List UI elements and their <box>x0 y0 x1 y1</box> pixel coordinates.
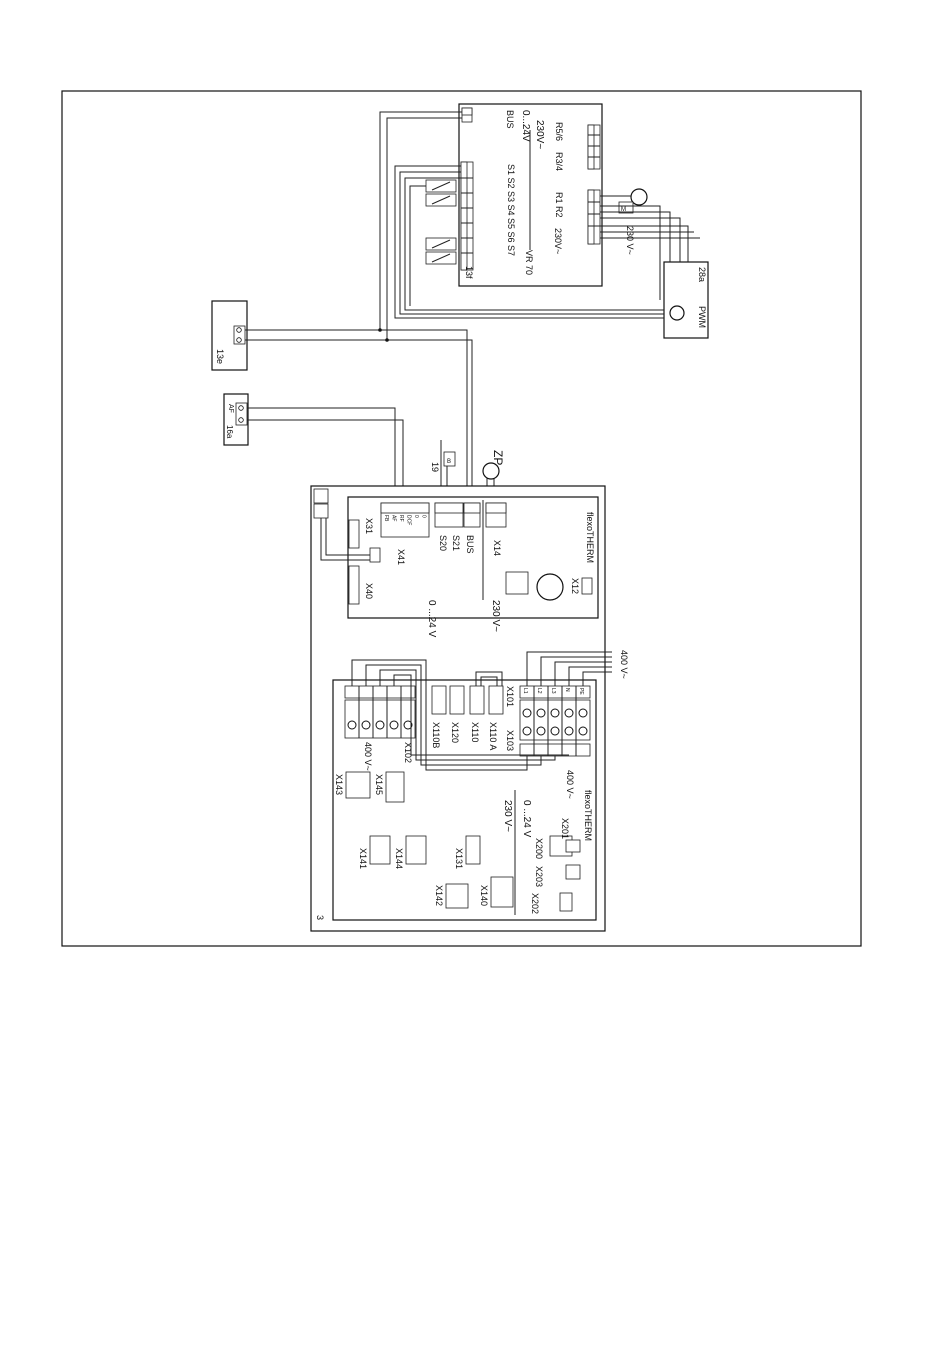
pwr-230-label: 230 V~ <box>502 800 513 832</box>
ctrl-bus-label: BUS <box>465 535 475 554</box>
pwr-400-mid-label: 400 V~ <box>565 770 575 799</box>
power-board: 400 V~ X102 X110B X120 X110 X110 A X103 … <box>332 650 629 921</box>
vr70-r56-label: R5/6 <box>554 122 564 141</box>
vr70-sensor-icons <box>425 179 457 265</box>
vr70-sensor-terminals <box>460 161 474 271</box>
vr70-230-label: 230V~ <box>553 228 563 254</box>
zp-pump: ZP <box>482 450 505 480</box>
pwr-x110-label: X110 <box>470 722 480 742</box>
pwr-x120-label: X120 <box>450 722 460 743</box>
x41-pin-label: DCF <box>406 515 412 525</box>
x41-pin-label: RF <box>398 515 404 522</box>
vr70-ref-label: 13f <box>464 266 474 279</box>
pwr-x143-label: X143 <box>334 774 344 795</box>
figure-frame <box>61 90 862 947</box>
ctrl-high-voltage-label: 230 V~ <box>490 600 501 632</box>
ctrl-s21-label: S21 <box>451 535 461 551</box>
component-16a: 16a AF <box>223 393 249 446</box>
pwr-brand-label: flexoTHERM <box>583 790 593 841</box>
x41-pin-label: FB <box>383 515 389 522</box>
pwr-x145-label: X145 <box>374 774 384 795</box>
x101-phase-label: L3 <box>550 688 556 694</box>
pwr-x140-label: X140 <box>479 885 489 906</box>
x101-phase-label: PE <box>578 688 584 695</box>
ctrl-s20-label: S20 <box>438 535 448 551</box>
svg-text:M: M <box>621 207 626 213</box>
component-16a-label: 16a <box>225 425 234 439</box>
x102-terminals <box>344 685 416 739</box>
component-13e-label: 13e <box>215 349 225 364</box>
pwr-x200-label: X200 <box>534 838 544 859</box>
vr70-output-230-label: 230 V~ <box>625 226 635 255</box>
ctrl-brand-label: flexoTHERM <box>585 512 595 563</box>
vr70-high-voltage-label: 230V~ <box>534 120 545 149</box>
vr70-low-voltage-label: 0...24V <box>520 110 531 142</box>
pwm-pump-box: 28a PWM <box>663 261 709 339</box>
ctrl-x31-label: X31 <box>364 518 374 534</box>
svg-text:B: B <box>447 459 451 465</box>
pwr-x201-label: X201 <box>560 818 570 839</box>
pwr-x101-label: X101 <box>505 686 515 707</box>
vr70-pump-icon: M <box>618 188 648 214</box>
pwr-x142-label: X142 <box>434 885 444 906</box>
ctrl-x12-label: X12 <box>570 578 580 594</box>
pwr-x110b-label: X110B <box>431 722 441 748</box>
vr70-r1r2-label: R1 R2 <box>554 192 564 218</box>
ctrl-x40-label: X40 <box>364 583 374 599</box>
vr70-sensor-label: S1 S2 S3 S4 S5 S6 S7 <box>506 164 516 256</box>
vr70-r34-label: R3/4 <box>554 152 564 171</box>
pwm-ref-label: 28a <box>697 267 707 282</box>
x101-phase-label: N <box>564 688 570 692</box>
pwr-400-left-label: 400 V~ <box>363 742 373 771</box>
pwr-400-top-label: 400 V~ <box>619 650 629 679</box>
component-19-label: 19 <box>430 462 440 472</box>
af-label: AF <box>227 404 234 413</box>
x101-phase-label: L2 <box>536 688 542 694</box>
ctrl-low-voltage-label: 0 ...24 V <box>426 600 437 638</box>
figure-number: 3 <box>315 915 325 920</box>
x41-pin-label: 0 <box>413 515 419 518</box>
vr70-module: BUS 0...24V 230V~ R5/6 R3/4 R1 R2 S1 S2 … <box>425 103 635 287</box>
pwr-x103-label: X103 <box>505 730 515 751</box>
pwr-low-voltage-label: 0 ...24 V <box>521 800 532 838</box>
ctrl-x41-label: X41 <box>396 549 406 565</box>
pwr-x203-label: X203 <box>534 866 544 887</box>
pwr-x102-label: X102 <box>403 742 413 763</box>
x101-terminals <box>519 685 591 757</box>
vr70-bus-label: BUS <box>505 110 515 129</box>
x41-pin-label: AF <box>391 515 397 521</box>
component-13e: 13e <box>211 300 248 371</box>
pwm-label: PWM <box>697 306 707 328</box>
pwr-x144-label: X144 <box>394 848 404 869</box>
pwr-x131-label: X131 <box>454 848 464 869</box>
vr70-name-label: VR 70 <box>524 250 534 275</box>
zp-label: ZP <box>491 450 505 465</box>
pwr-x141-label: X141 <box>358 848 368 869</box>
x101-phase-label: L1 <box>522 688 528 694</box>
pwr-x202-label: X202 <box>530 893 540 914</box>
x41-pin-label: 0 <box>421 515 427 518</box>
pwr-x110a-label: X110 A <box>488 722 498 750</box>
ctrl-x14-label: X14 <box>492 540 502 556</box>
component-19: B 19 <box>430 451 456 472</box>
vr70-relay-terminals <box>587 124 601 245</box>
